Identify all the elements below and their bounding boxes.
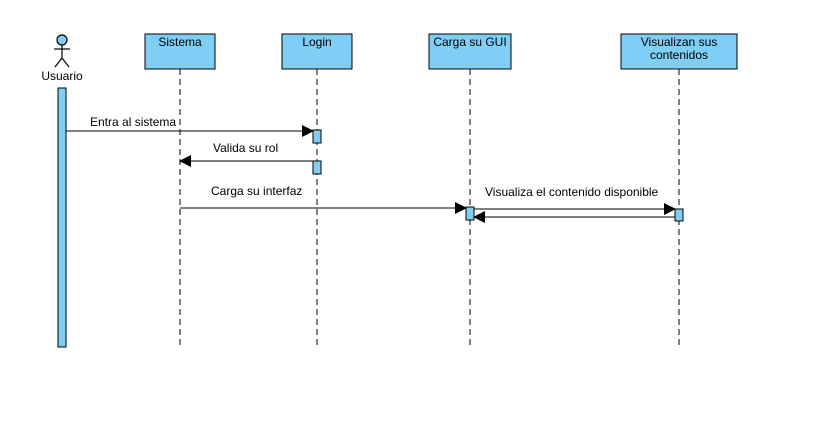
carga-gui-activation xyxy=(465,206,475,221)
lifeline-carga-gui[interactable]: Carga su GUI xyxy=(428,33,512,349)
lifeline-visualizan[interactable]: Visualizan sus contenidos xyxy=(620,33,738,349)
stick-figure-icon xyxy=(54,34,70,68)
actor-activation-bar xyxy=(57,87,67,348)
actor-usuario[interactable]: Usuario xyxy=(41,34,83,348)
lifeline-carga-gui-label: Carga su GUI xyxy=(433,35,506,49)
message-label: Visualiza el contenido disponible xyxy=(485,185,659,199)
message-label: Valida su rol xyxy=(213,141,278,155)
visualizan-activation xyxy=(674,208,684,222)
lifeline-visualizan-box xyxy=(620,33,738,70)
lifeline-visualizan-label-line2: contenidos xyxy=(650,48,708,62)
message-entra-al-sistema[interactable]: Entra al sistema xyxy=(66,115,314,137)
message-label: Entra al sistema xyxy=(90,115,176,129)
lifeline-sistema-label: Sistema xyxy=(158,35,202,49)
message-label: Carga su interfaz xyxy=(211,184,302,198)
lifeline-sistema[interactable]: Sistema xyxy=(144,33,216,349)
login-activation-2 xyxy=(312,160,322,175)
message-carga-su-interfaz[interactable]: Carga su interfaz xyxy=(180,184,467,214)
actor-label: Usuario xyxy=(41,69,83,83)
message-visualiza-contenido[interactable]: Visualiza el contenido disponible xyxy=(474,185,676,215)
lifeline-login[interactable]: Login xyxy=(281,33,353,349)
lifeline-sistema-box xyxy=(144,33,216,70)
lifeline-carga-gui-box xyxy=(428,33,512,70)
lifeline-login-label: Login xyxy=(302,35,331,49)
lifeline-login-box xyxy=(281,33,353,70)
lifeline-visualizan-label-line1: Visualizan sus xyxy=(641,35,718,49)
login-activation-1 xyxy=(312,129,322,144)
message-valida-su-rol[interactable]: Valida su rol xyxy=(179,141,313,167)
